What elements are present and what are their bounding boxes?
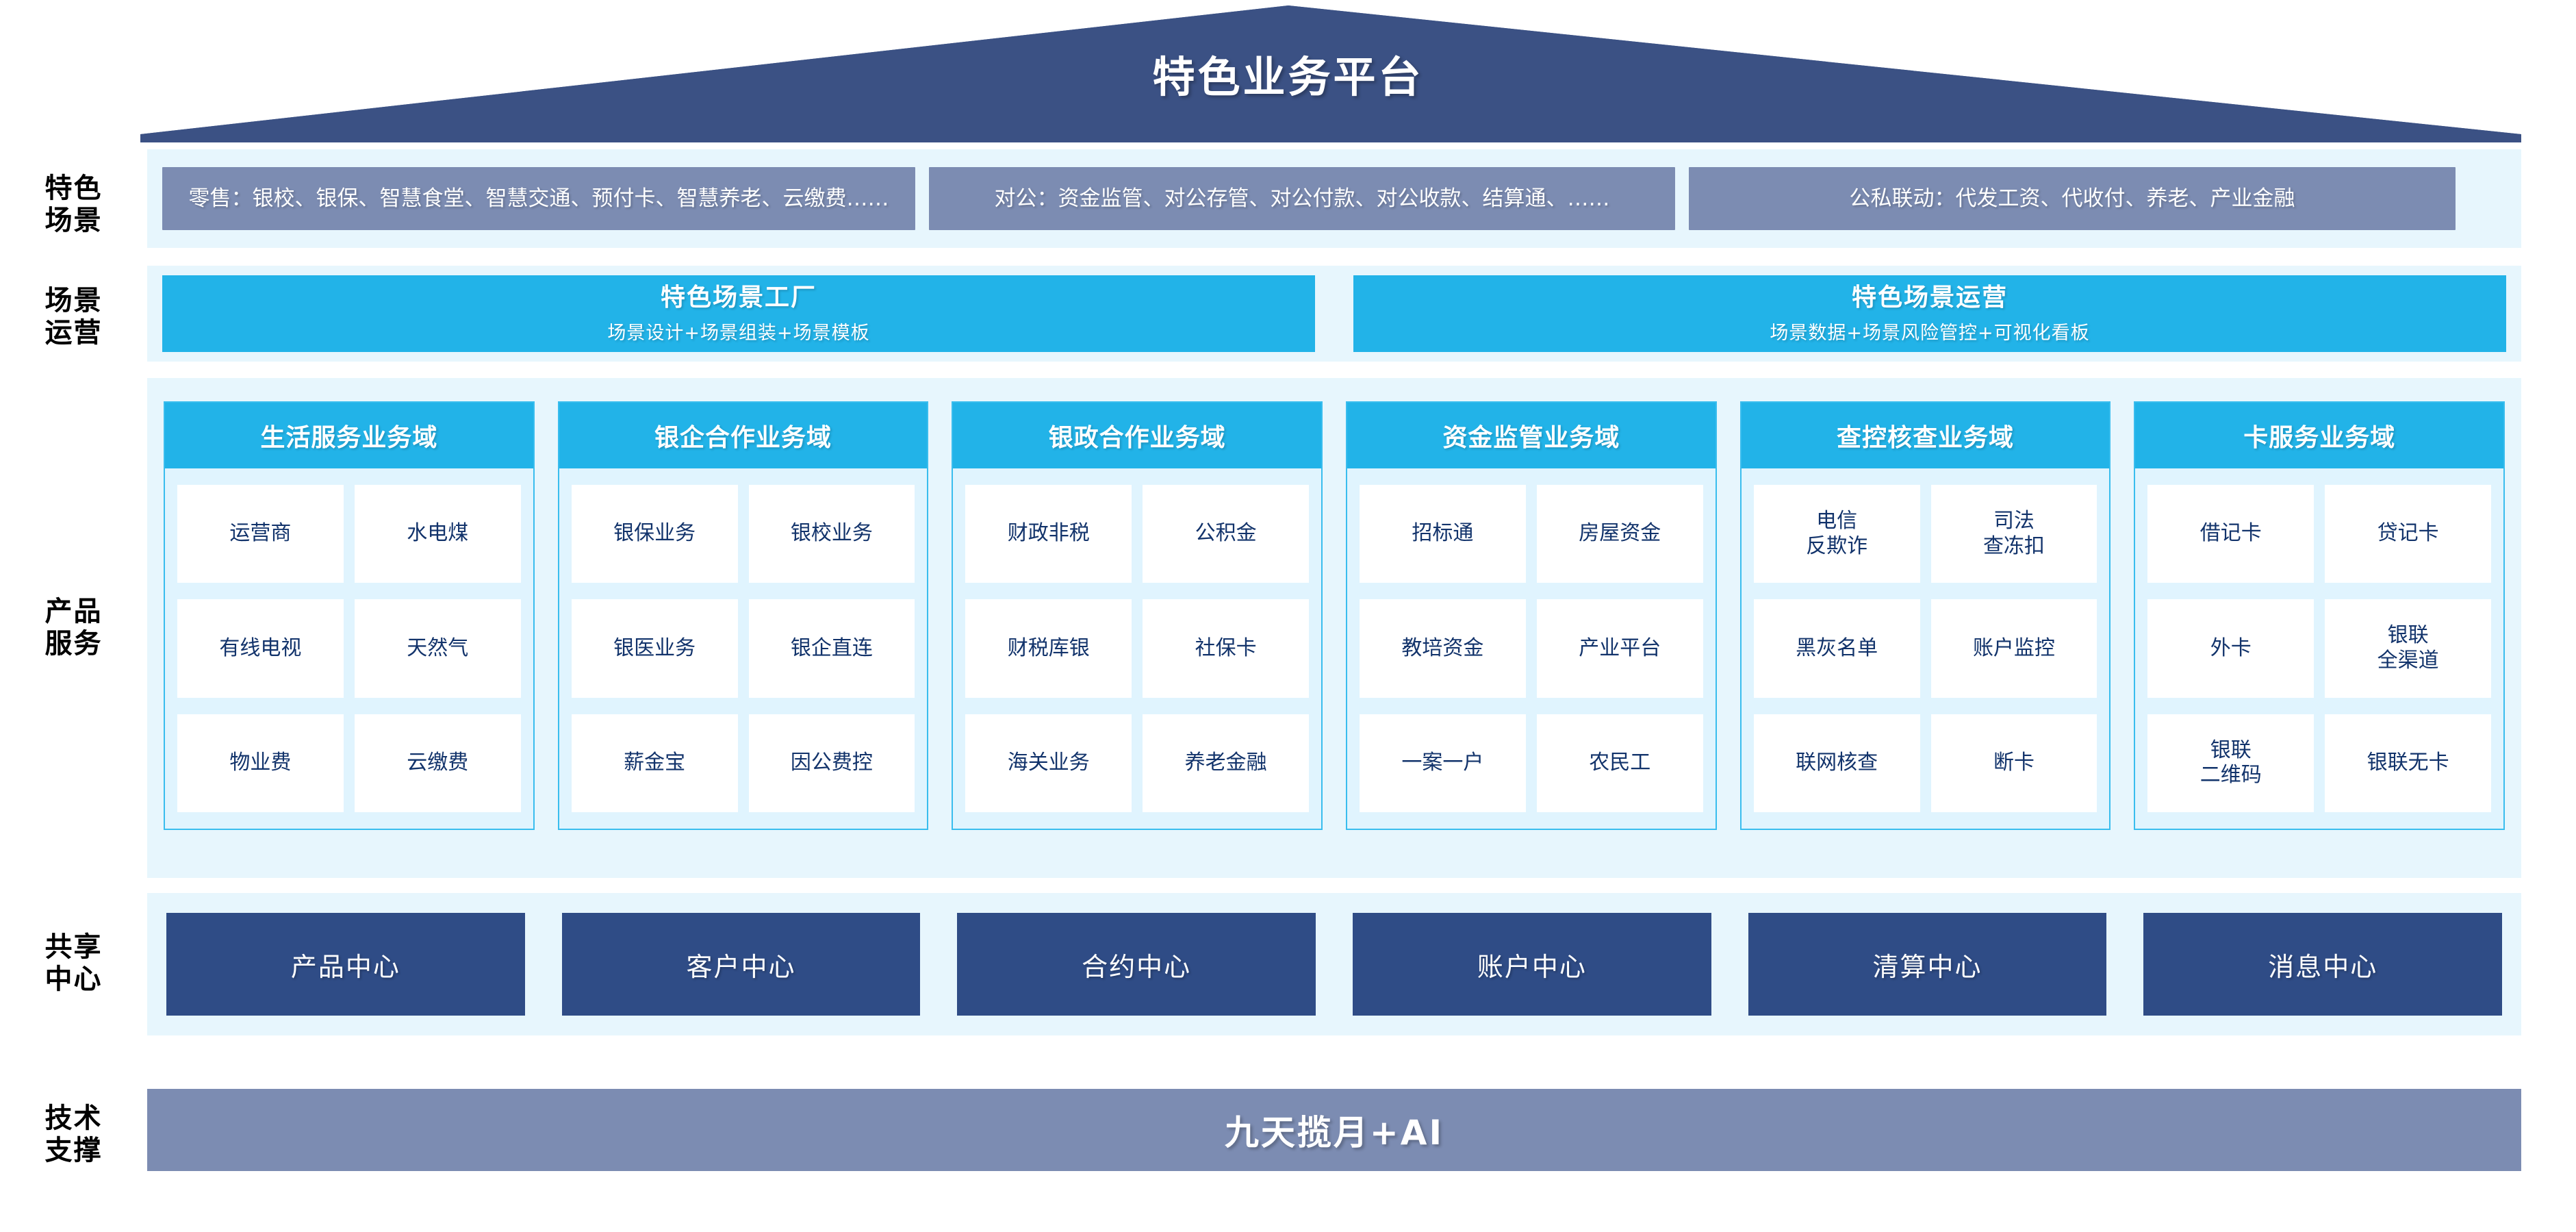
roof-shape-icon [140,5,2521,142]
domain-item-cell[interactable]: 产业平台 [1536,599,1703,698]
shared-center-box[interactable]: 客户中心 [561,913,921,1016]
row-label-scene-line1: 特色 [44,173,103,204]
domain-card-title: 生活服务业务域 [165,403,533,468]
domain-item-cell[interactable]: 因公费控 [748,714,915,812]
row-label-share-line1: 共享 [44,931,103,963]
row-label-scene-line2: 场景 [44,205,103,237]
domain-item-cell[interactable]: 薪金宝 [571,714,738,812]
row-label-ops: 场景 运营 [0,285,147,349]
ops-subtitle-scene-operation: 场景数据+场景风险管控+可视化看板 [1770,323,2090,344]
domain-card[interactable]: 银政合作业务域财政非税公积金财税库银社保卡海关业务养老金融 [952,401,1323,830]
domain-item-cell[interactable]: 借记卡 [2147,485,2314,583]
domain-item-cell[interactable]: 账户监控 [1930,599,2097,698]
row-label-tech: 技术 支撑 [0,1103,147,1167]
domain-item-cell[interactable]: 有线电视 [177,599,344,698]
domain-item-cell[interactable]: 贷记卡 [2325,485,2492,583]
scene-box-corporate[interactable]: 对公：资金监管、对公存管、对公付款、对公收款、结算通、…… [929,167,1675,230]
row-label-share-line2: 中心 [44,964,103,996]
ops-box-scene-operation[interactable]: 特色场景运营 场景数据+场景风险管控+可视化看板 [1353,275,2506,352]
domain-item-grid: 招标通房屋资金教培资金产业平台一案一户农民工 [1347,468,1716,829]
product-row-panel: 生活服务业务域运营商水电煤有线电视天然气物业费云缴费银企合作业务域银保业务银校业… [147,378,2521,878]
row-label-share: 共享 中心 [0,931,147,996]
domain-item-cell[interactable]: 外卡 [2147,599,2314,698]
domain-item-cell[interactable]: 银保业务 [571,485,738,583]
domain-item-grid: 电信反欺诈司法查冻扣黑灰名单账户监控联网核查断卡 [1742,468,2110,829]
row-label-ops-line2: 运营 [44,317,103,349]
tech-support-bar[interactable]: 九天揽月+AI [147,1089,2521,1171]
domain-card-title: 资金监管业务域 [1347,403,1716,468]
domain-card[interactable]: 生活服务业务域运营商水电煤有线电视天然气物业费云缴费 [164,401,535,830]
ops-box-scene-factory[interactable]: 特色场景工厂 场景设计+场景组装+场景模板 [162,275,1315,352]
domain-item-cell[interactable]: 农民工 [1536,714,1703,812]
domain-item-cell[interactable]: 养老金融 [1143,714,1310,812]
domain-item-grid: 借记卡贷记卡外卡银联全渠道银联二维码银联无卡 [2135,468,2503,829]
domain-item-cell[interactable]: 社保卡 [1143,599,1310,698]
platform-roof-banner: 特色业务平台 [0,0,2576,144]
domain-item-cell[interactable]: 教培资金 [1360,599,1526,698]
domain-item-cell[interactable]: 财税库银 [965,599,1132,698]
domain-item-cell[interactable]: 黑灰名单 [1753,599,1920,698]
scene-row-panel: 零售：银校、银保、智慧食堂、智慧交通、预付卡、智慧养老、云缴费…… 对公：资金监… [147,149,2521,248]
domain-item-cell[interactable]: 银校业务 [748,485,915,583]
domain-item-cell[interactable]: 云缴费 [354,714,521,812]
domain-item-cell[interactable]: 一案一户 [1360,714,1526,812]
shared-center-box[interactable]: 消息中心 [2143,913,2503,1016]
domain-card[interactable]: 资金监管业务域招标通房屋资金教培资金产业平台一案一户农民工 [1346,401,1717,830]
domain-item-cell[interactable]: 公积金 [1143,485,1310,583]
domain-card[interactable]: 银企合作业务域银保业务银校业务银医业务银企直连薪金宝因公费控 [557,401,929,830]
domain-card-title: 查控核查业务域 [1741,403,2110,468]
page-title: 特色业务平台 [1152,52,1424,102]
domain-item-cell[interactable]: 电信反欺诈 [1753,485,1920,583]
domain-card[interactable]: 卡服务业务域借记卡贷记卡外卡银联全渠道银联二维码银联无卡 [2134,401,2505,830]
row-label-product: 产品 服务 [0,596,147,660]
shared-center-box[interactable]: 清算中心 [1748,913,2107,1016]
shared-centers-row-panel: 产品中心客户中心合约中心账户中心清算中心消息中心 [147,893,2521,1035]
row-label-scene: 特色 场景 [0,173,147,237]
row-label-product-line2: 服务 [44,628,103,660]
domain-item-cell[interactable]: 运营商 [177,485,344,583]
domain-item-cell[interactable]: 银联无卡 [2325,714,2492,812]
domain-card-title: 卡服务业务域 [2135,403,2504,468]
ops-subtitle-scene-factory: 场景设计+场景组装+场景模板 [607,323,870,344]
domain-card-title: 银政合作业务域 [953,403,1322,468]
ops-title-scene-factory: 特色场景工厂 [660,283,817,312]
operations-row-panel: 特色场景工厂 场景设计+场景组装+场景模板 特色场景运营 场景数据+场景风险管控… [147,266,2521,362]
scene-box-public-private[interactable]: 公私联动：代发工资、代收付、养老、产业金融 [1689,167,2456,230]
domain-card-title: 银企合作业务域 [559,403,928,468]
domain-item-cell[interactable]: 物业费 [177,714,344,812]
row-label-ops-line1: 场景 [44,285,103,316]
shared-center-box[interactable]: 合约中心 [957,913,1316,1016]
domain-item-cell[interactable]: 断卡 [1930,714,2097,812]
domain-item-cell[interactable]: 银医业务 [571,599,738,698]
domain-item-cell[interactable]: 天然气 [354,599,521,698]
domain-item-grid: 财政非税公积金财税库银社保卡海关业务养老金融 [953,468,1321,829]
row-label-tech-line1: 技术 [44,1103,103,1134]
row-label-product-line1: 产品 [44,596,103,627]
domain-item-cell[interactable]: 招标通 [1360,485,1526,583]
domain-item-cell[interactable]: 司法查冻扣 [1930,485,2097,583]
row-label-tech-line2: 支撑 [44,1135,103,1167]
domain-card[interactable]: 查控核查业务域电信反欺诈司法查冻扣黑灰名单账户监控联网核查断卡 [1739,401,2111,830]
domain-item-grid: 银保业务银校业务银医业务银企直连薪金宝因公费控 [559,468,928,829]
domain-item-cell[interactable]: 联网核查 [1753,714,1920,812]
domain-item-cell[interactable]: 海关业务 [965,714,1132,812]
domain-item-cell[interactable]: 银联二维码 [2147,714,2314,812]
shared-center-box[interactable]: 产品中心 [166,913,525,1016]
scene-box-retail[interactable]: 零售：银校、银保、智慧食堂、智慧交通、预付卡、智慧养老、云缴费…… [162,167,915,230]
domain-item-cell[interactable]: 财政非税 [965,485,1132,583]
domain-item-cell[interactable]: 银联全渠道 [2325,599,2492,698]
ops-title-scene-operation: 特色场景运营 [1851,283,2008,312]
domain-item-cell[interactable]: 水电煤 [354,485,521,583]
domain-item-cell[interactable]: 房屋资金 [1536,485,1703,583]
shared-center-box[interactable]: 账户中心 [1353,913,1711,1016]
domain-item-grid: 运营商水电煤有线电视天然气物业费云缴费 [165,468,533,829]
domain-item-cell[interactable]: 银企直连 [748,599,915,698]
